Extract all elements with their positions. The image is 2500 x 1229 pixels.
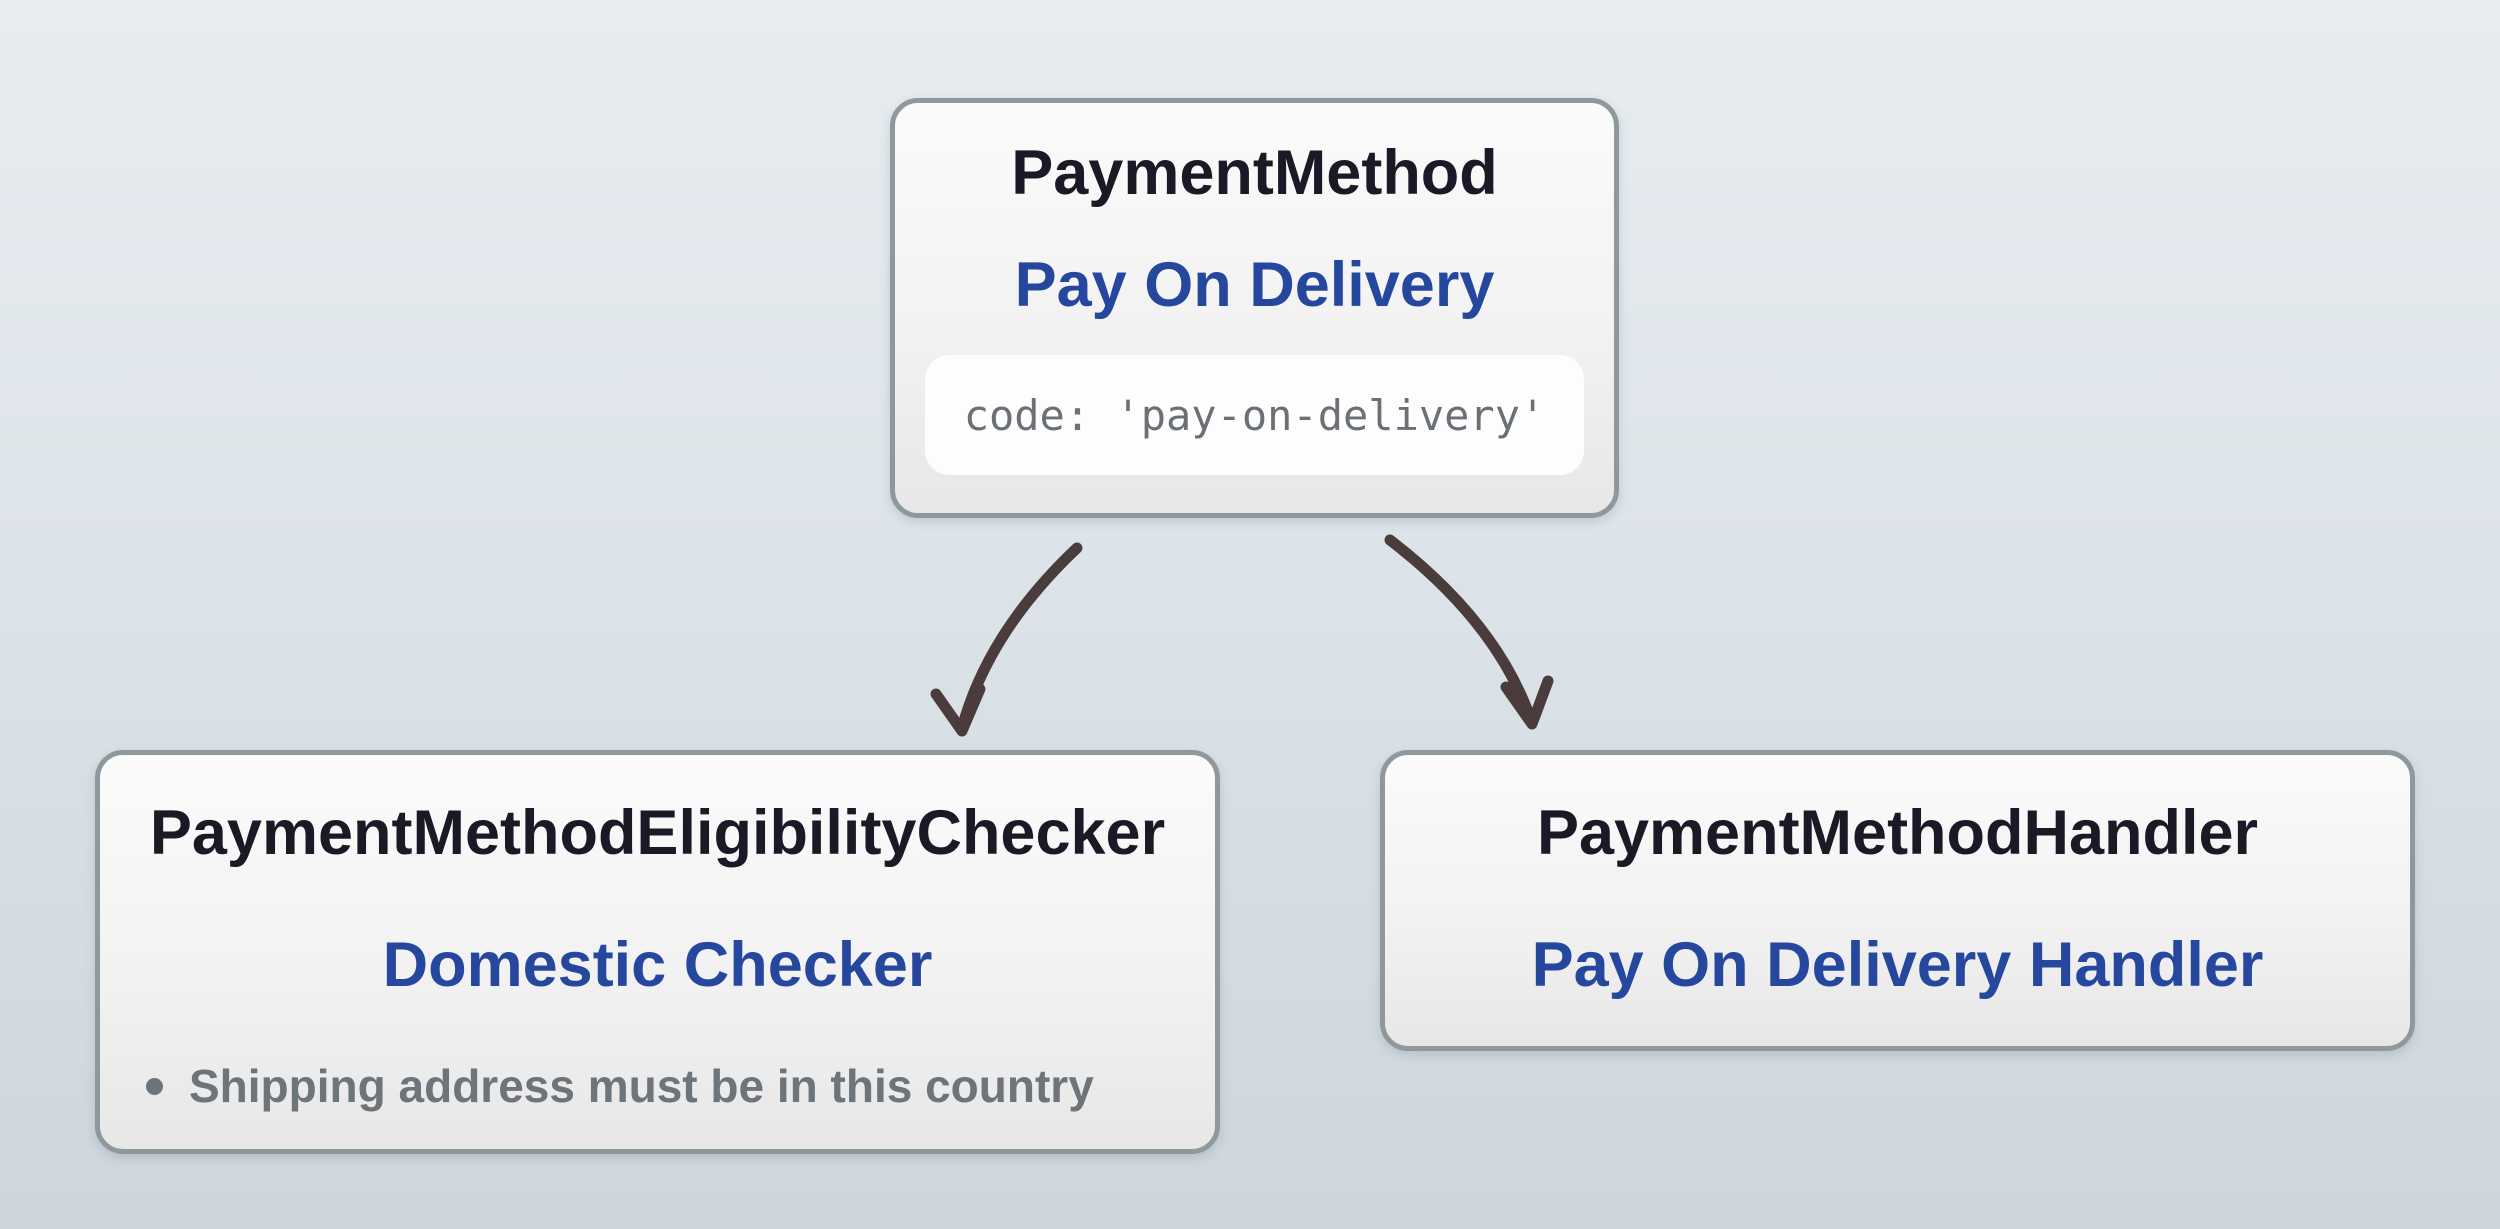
handler-title: PaymentMethodHandler xyxy=(1536,798,2259,868)
node-payment-method: PaymentMethod Pay On Delivery code: 'pay… xyxy=(890,98,1619,518)
handler-subtitle: Pay On Delivery Handler xyxy=(1531,930,2264,1000)
payment-method-title: PaymentMethod xyxy=(1011,138,1498,208)
eligibility-rule-item: Shipping address must be in this country xyxy=(146,1059,1094,1113)
node-handler: PaymentMethodHandler Pay On Delivery Han… xyxy=(1380,750,2415,1051)
payment-method-subtitle: Pay On Delivery xyxy=(1014,250,1495,320)
eligibility-rule-text: Shipping address must be in this country xyxy=(189,1060,1094,1112)
payment-method-code-chip: code: 'pay-on-delivery' xyxy=(925,355,1584,475)
arrow-to-eligibility-checker-icon xyxy=(930,542,1083,737)
node-eligibility-checker: PaymentMethodEligibilityChecker Domestic… xyxy=(95,750,1220,1154)
bullet-icon xyxy=(146,1077,163,1095)
eligibility-checker-subtitle: Domestic Checker xyxy=(382,930,933,1000)
payment-method-code-text: code: 'pay-on-delivery' xyxy=(963,390,1546,440)
eligibility-checker-title: PaymentMethodEligibilityChecker xyxy=(149,798,1166,868)
arrow-to-handler-icon xyxy=(1384,534,1554,730)
